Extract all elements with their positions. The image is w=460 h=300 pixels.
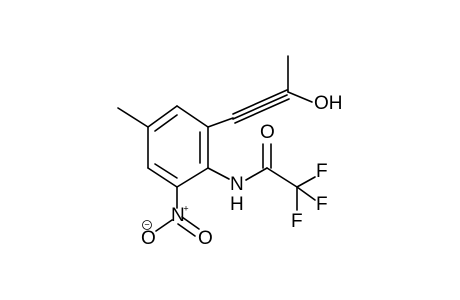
alkyne-bond-1 xyxy=(232,89,288,115)
ring-to-nh-bond xyxy=(207,167,230,180)
nitro-nitrogen-label: N xyxy=(171,205,185,226)
ring-bond-lower-left-inner xyxy=(154,163,178,179)
ring-bond-lower-left xyxy=(147,167,178,188)
butynol-chain xyxy=(207,55,313,128)
trifluoroacetamide xyxy=(207,143,316,211)
carbinol-oh-bond xyxy=(287,91,313,103)
nitro-minus-charge-circle xyxy=(142,220,152,230)
fluorine-3-label: F xyxy=(291,211,303,232)
ring-bond-upper-left-inner xyxy=(154,114,178,132)
amide-hydrogen-label: H xyxy=(230,194,244,215)
carbonyl-to-cf3-bond xyxy=(266,167,298,188)
nitro-group xyxy=(155,186,200,237)
nitro-o-left-bond xyxy=(155,219,173,232)
fluorine-1-label: F xyxy=(316,161,328,182)
alkyne-bond-2 xyxy=(232,94,288,120)
fluorine-2-label: F xyxy=(316,194,328,215)
ring-bond-upper-left xyxy=(147,105,178,128)
ring-bond-top xyxy=(176,105,209,128)
nitro-o-right-bond-2 xyxy=(177,223,196,237)
carbonyl-oxygen-label: O xyxy=(260,122,275,143)
nitro-oxygen-1-label: O xyxy=(141,228,156,249)
nitro-minus-charge: − xyxy=(144,219,149,229)
cf3-right-f-bond xyxy=(296,186,316,201)
nitro-plus-charge: + xyxy=(183,203,188,213)
cf3-upper-f-bond xyxy=(296,176,316,188)
nitro-oxygen-2-label: O xyxy=(198,228,213,249)
ring-bond-lower-right xyxy=(176,167,209,188)
benzene-ring xyxy=(147,105,209,188)
amide-nitrogen-label: N xyxy=(230,174,244,195)
methyl-bond xyxy=(117,107,149,128)
nitro-o-right-bond-1 xyxy=(181,216,200,230)
alkyne-bond-3 xyxy=(234,98,290,124)
nh-to-carbonyl-bond xyxy=(245,167,268,181)
ring-to-alkyne-bond xyxy=(207,117,234,128)
hydroxyl-label: OH xyxy=(314,93,343,114)
